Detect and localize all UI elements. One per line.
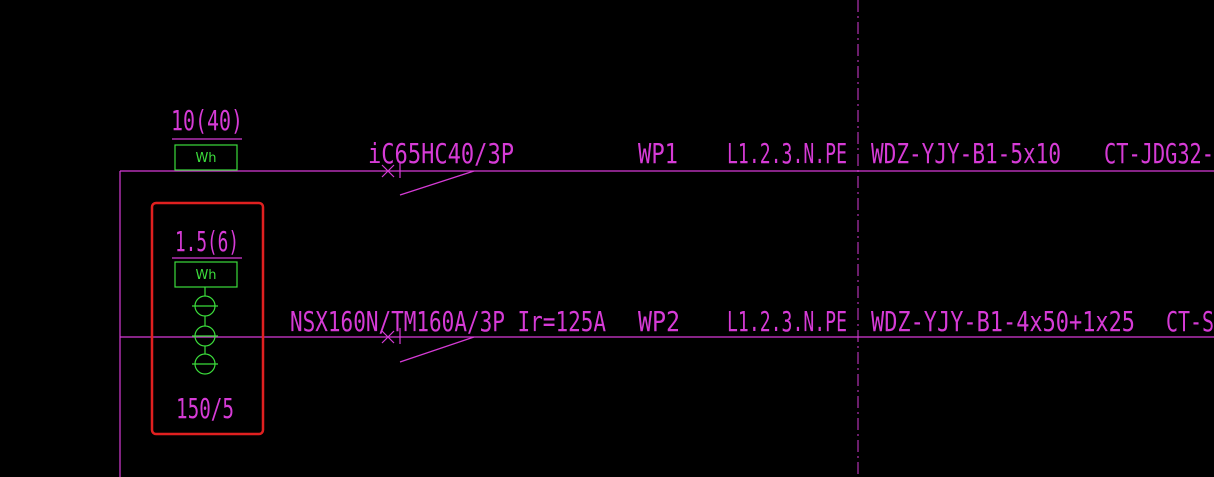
meter-2-label: Wh xyxy=(195,268,216,283)
circuit-2-conduit: CT-S xyxy=(1166,305,1214,338)
meter-1-box xyxy=(174,144,238,171)
ct-ratio-label: 150/5 xyxy=(176,392,234,425)
meter-1-label: Wh xyxy=(195,151,216,166)
highlight-box xyxy=(150,201,265,436)
meter-1-rating: 10(40) xyxy=(171,104,243,137)
circuit-1-cable: WDZ-YJY-B1-5x10 xyxy=(871,137,1061,170)
meter-2-rating: 1.5(6) xyxy=(175,225,239,258)
circuit-1-conduit: CT-JDG32- xyxy=(1104,137,1214,170)
energy-meter-1: 10(40) Wh xyxy=(171,104,243,171)
energy-meter-2: 1.5(6) Wh xyxy=(172,225,242,288)
current-transformer-symbol xyxy=(192,287,218,375)
circuit-2-breaker-symbol xyxy=(381,328,475,363)
circuit-2-breaker-label: NSX160N/TM160A/3P Ir=125A xyxy=(290,305,606,338)
circuit-1-breaker-symbol xyxy=(381,162,475,196)
circuit-2-id: WP2 xyxy=(638,305,680,338)
circuit-2-cable: WDZ-YJY-B1-4x50+1x25 xyxy=(871,305,1135,338)
circuit-1-breaker-label: iC65HC40/3P xyxy=(368,137,514,170)
circuit-1-phases: L1.2.3.N.PE xyxy=(727,137,847,170)
circuit-2-phases: L1.2.3.N.PE xyxy=(727,305,847,338)
circuit-1-id: WP1 xyxy=(638,137,678,170)
meter-2-box xyxy=(174,261,238,288)
